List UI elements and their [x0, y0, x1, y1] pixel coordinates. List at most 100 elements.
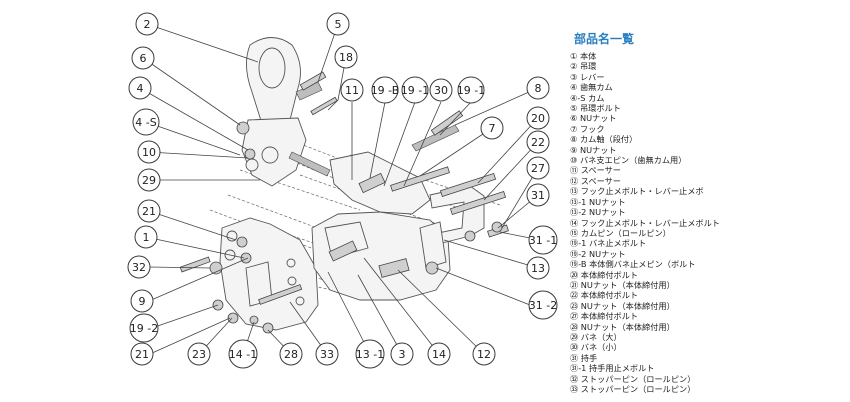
callout-21b-label: 21 — [135, 348, 149, 361]
parts-list-item: ㉒ 本体締付ボルト — [570, 290, 639, 301]
callout-19-2-label: 19 -2 — [130, 322, 158, 335]
parts-list-item: ⑲-2 NUナット — [570, 248, 626, 259]
callout-32-label: 32 — [132, 261, 146, 274]
parts-list-item: ㉜ ストッパーピン（ロールピン） — [570, 373, 696, 384]
callout-33-label: 33 — [320, 348, 334, 361]
callout-19b: 19 -B — [371, 76, 400, 104]
callout-6-label: 6 — [140, 52, 147, 65]
callout-14-1: 14 -1 — [228, 339, 258, 369]
callout-1-label: 1 — [143, 231, 150, 244]
callout-2: 2 — [135, 12, 159, 36]
callout-30-label: 30 — [434, 84, 448, 97]
callout-3-label: 3 — [399, 348, 406, 361]
callout-21b: 21 — [130, 342, 154, 366]
callout-4: 4 — [128, 76, 152, 100]
callout-10-label: 10 — [142, 146, 156, 159]
lever-cam — [241, 117, 307, 187]
callout-4s: 4 -S — [132, 108, 160, 136]
parts-list-item: ㉛-1 持手用止メボルト — [570, 363, 655, 374]
callout-5: 5 — [326, 12, 350, 36]
callout-31-1-label: 31 -1 — [529, 234, 557, 247]
parts-list-item: ㉙ バネ（大） — [570, 331, 622, 342]
parts-list-item: ⑳ 本体締付ボルト — [570, 269, 639, 280]
callout-5-label: 5 — [335, 18, 342, 31]
callout-13-label: 13 — [531, 262, 545, 275]
parts-list-item: ⑤ 吊環ボルト — [570, 103, 621, 114]
lifting-ring — [246, 37, 301, 125]
callout-3: 3 — [390, 342, 414, 366]
parts-list-item: ㉑ NUナット（本体締付用） — [570, 279, 675, 290]
callout-7-label: 7 — [489, 122, 496, 135]
callout-27: 27 — [526, 156, 550, 180]
parts-list-item: ⑬-1 NUナット — [570, 196, 626, 207]
parts-list-item: ④-S カム — [570, 92, 605, 103]
callout-19-1b: 19 -1 — [457, 76, 485, 104]
parts-list-item: ⑥ NUナット — [570, 113, 617, 124]
callout-31-1: 31 -1 — [528, 225, 558, 255]
parts-list-item: ⑬-2 NUナット — [570, 207, 626, 218]
parts-list-item: ⑨ NUナット — [570, 144, 617, 155]
callout-23-label: 23 — [192, 348, 206, 361]
callout-19-1b-label: 19 -1 — [457, 84, 485, 97]
callout-13-1: 13 -1 — [355, 339, 385, 369]
parts-list-item: ㉘ NUナット（本体締付用） — [570, 321, 675, 332]
callout-12-label: 12 — [477, 348, 491, 361]
parts-list-item: ㉝ ストッパーピン（ロールピン） — [570, 384, 696, 394]
parts-list-item: ⑭ フック止メボルト・レバー止メボルト — [570, 217, 720, 228]
callout-29: 29 — [137, 168, 161, 192]
parts-list-item: ⑬ フック止メボルト・レバー止メボ — [570, 186, 704, 197]
callout-1: 1 — [134, 225, 158, 249]
parts-list-item: ⑲-B 本体側バネ止メピン（ボルト — [570, 259, 696, 270]
callout-19-1a: 19 -1 — [401, 76, 429, 104]
callout-28: 28 — [279, 342, 303, 366]
callout-27-label: 27 — [531, 162, 545, 175]
parts-list-item: ⑧ カム軸（段付） — [570, 134, 638, 145]
callout-19b-label: 19 -B — [371, 84, 400, 97]
callout-14-1-label: 14 -1 — [229, 348, 257, 361]
callout-8-label: 8 — [535, 82, 542, 95]
callout-14-label: 14 — [432, 348, 446, 361]
parts-list-item: ㉚ バネ（小） — [570, 342, 622, 353]
callout-20: 20 — [526, 106, 550, 130]
callout-29-label: 29 — [142, 174, 156, 187]
callout-33: 33 — [315, 342, 339, 366]
callout-28-label: 28 — [284, 348, 298, 361]
callout-31-label: 31 — [531, 189, 545, 202]
callout-23: 23 — [187, 342, 211, 366]
callout-18: 18 — [334, 45, 358, 69]
callout-12: 12 — [472, 342, 496, 366]
callout-32: 32 — [127, 255, 151, 279]
parts-list-item: ㉗ 本体締付ボルト — [570, 311, 639, 322]
callout-19-2: 19 -2 — [129, 313, 159, 343]
callout-19-1a-label: 19 -1 — [401, 84, 429, 97]
callout-22-label: 22 — [531, 136, 545, 149]
callout-9-label: 9 — [139, 295, 146, 308]
callout-8: 8 — [526, 76, 550, 100]
callout-21a: 21 — [137, 199, 161, 223]
callout-4s-label: 4 -S — [135, 116, 156, 129]
callout-14: 14 — [427, 342, 451, 366]
parts-list-item: ⑩ バネ支エピン（歯無カム用） — [570, 155, 687, 166]
parts-list-item: ⑮ カムピン（ロールピン） — [570, 227, 671, 238]
callout-13-1-label: 13 -1 — [356, 348, 384, 361]
parts-list-item: ① 本体 — [570, 51, 597, 61]
parts-list-item: ② 吊環 — [570, 61, 597, 72]
callout-2-label: 2 — [144, 18, 151, 31]
callout-31: 31 — [526, 183, 550, 207]
parts-list-item: ㉓ NUナット（本体締付用） — [570, 300, 675, 311]
callout-31-2: 31 -2 — [528, 290, 558, 320]
callout-4-label: 4 — [137, 82, 144, 95]
exploded-assembly-diagram: 2 5 6 18 4 4 -S 10 29 11 19 -B 19 -1 30 … — [127, 12, 558, 369]
callout-21a-label: 21 — [142, 205, 156, 218]
parts-list-item: ④ 歯無カム — [570, 82, 613, 93]
springs — [288, 81, 460, 177]
callout-6: 6 — [131, 46, 155, 70]
parts-list-title: 部品名一覧 — [574, 32, 635, 46]
callout-20-label: 20 — [531, 112, 545, 125]
callout-10: 10 — [137, 140, 161, 164]
parts-list-item: ⑫ スペーサー — [570, 175, 621, 186]
callout-18-label: 18 — [339, 51, 353, 64]
callout-22: 22 — [526, 130, 550, 154]
parts-list-item: ㉛ 持手 — [570, 352, 598, 363]
